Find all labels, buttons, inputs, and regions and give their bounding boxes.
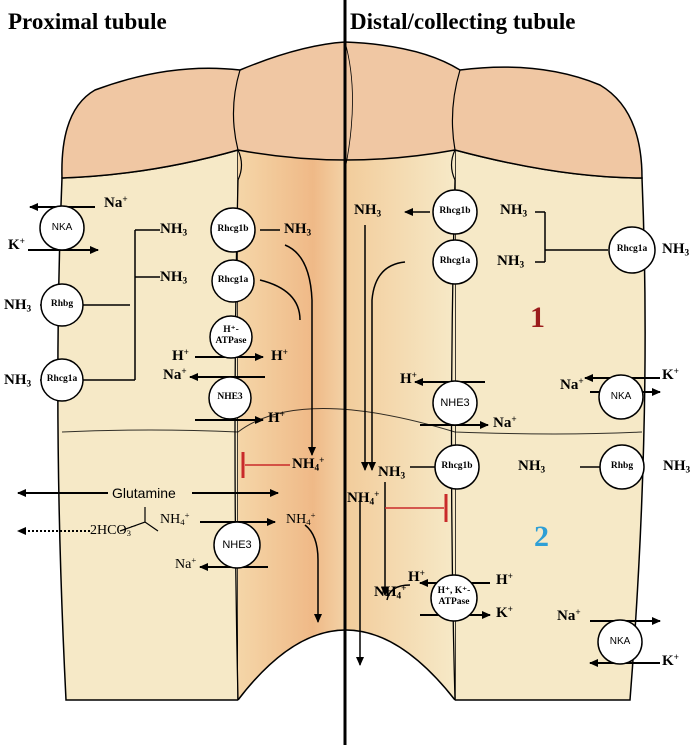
cell-junction-line bbox=[61, 408, 643, 435]
nh4-label: NH4+ bbox=[374, 583, 407, 602]
rhcg1b-label: Rhcg1b bbox=[217, 224, 249, 234]
na-label: Na+ bbox=[560, 376, 584, 393]
h-label: H+ bbox=[271, 347, 288, 364]
nka-label: NKA bbox=[51, 222, 73, 233]
nhe3-label: NHE3 bbox=[222, 539, 252, 551]
rhcg1a-distal-apical bbox=[432, 239, 478, 285]
nh3-label: NH3 bbox=[663, 458, 691, 476]
rhcg1b-distal-top bbox=[432, 189, 478, 235]
nh3-label: NH3 bbox=[500, 202, 528, 220]
region-number-1: 1 bbox=[530, 301, 545, 334]
nh4-label: NH4+ bbox=[292, 455, 325, 474]
rhcg1a-label: Rhcg1a bbox=[46, 374, 78, 384]
na-label: Na+ bbox=[493, 414, 517, 431]
rhbg-label: Rhbg bbox=[610, 461, 634, 471]
na-label: Na+ bbox=[175, 555, 197, 572]
lumen-right bbox=[345, 150, 455, 700]
nh3-label: NH3 bbox=[160, 221, 188, 239]
nh3-label: NH3 bbox=[160, 269, 188, 287]
hco3-label: 2HCO3− bbox=[90, 521, 136, 539]
nh3-label: NH3 bbox=[354, 202, 382, 220]
rhcg1a-proximal-apical bbox=[211, 259, 255, 303]
proximal-title: Proximal tubule bbox=[8, 9, 167, 34]
h-atpase-proximal bbox=[209, 315, 253, 359]
h-label: H+ bbox=[408, 568, 425, 585]
region-number-2: 2 bbox=[534, 520, 549, 553]
rhcg1a-distal-basal bbox=[608, 226, 656, 274]
hk-atpase-label-2: ATPase bbox=[438, 597, 470, 607]
nh3-label: NH3 bbox=[662, 241, 690, 259]
nh3-label: NH3 bbox=[4, 297, 32, 315]
hk-atpase-label-1: H⁺, K⁺- bbox=[437, 586, 471, 596]
rhcg1a-label: Rhcg1a bbox=[439, 256, 471, 266]
rhcg1b-distal-bottom bbox=[434, 444, 480, 490]
h-atpase-label-1: H⁺- bbox=[223, 325, 239, 335]
k-label: K+ bbox=[662, 652, 679, 669]
rhbg-label: Rhbg bbox=[50, 299, 74, 309]
nh4-label: NH4+ bbox=[347, 489, 380, 508]
nka-distal-top bbox=[598, 374, 644, 420]
distal-title: Distal/collecting tubule bbox=[350, 9, 576, 34]
h-label: H+ bbox=[172, 347, 189, 364]
rhcg1a-label: Rhcg1a bbox=[217, 275, 249, 285]
transporter-circles bbox=[39, 189, 656, 665]
nh3-label: NH3 bbox=[378, 464, 406, 482]
rhcg1b-proximal bbox=[210, 207, 256, 253]
h-atpase-label-2: ATPase bbox=[215, 336, 247, 346]
rhcg1b-label: Rhcg1b bbox=[441, 461, 473, 471]
nka-proximal bbox=[39, 205, 85, 251]
nh4-label: NH4+ bbox=[286, 510, 316, 528]
rhcg1a-proximal-basal bbox=[40, 358, 84, 402]
nhe3-label: NHE3 bbox=[440, 397, 470, 409]
h-label: H+ bbox=[496, 571, 513, 588]
nh3-label: NH3 bbox=[4, 372, 32, 390]
nka-distal-bottom bbox=[597, 619, 643, 665]
nh3-label: NH3 bbox=[284, 221, 312, 239]
k-label: K+ bbox=[662, 366, 679, 383]
nh3-label: NH3 bbox=[518, 458, 546, 476]
glutamine-label: Glutamine bbox=[112, 485, 176, 501]
h-label: H+ bbox=[268, 409, 285, 426]
nhe3-label: NHE3 bbox=[217, 392, 243, 402]
nh4-label: NH4+ bbox=[160, 510, 190, 528]
nka-label: NKA bbox=[610, 391, 632, 402]
na-label: Na+ bbox=[163, 366, 187, 383]
k-label: K+ bbox=[496, 604, 513, 621]
nhe3-proximal-top bbox=[208, 376, 252, 420]
nh3-label: NH3 bbox=[497, 253, 525, 271]
nhe3-distal bbox=[432, 380, 478, 426]
rhbg-distal bbox=[599, 444, 645, 490]
rhcg1b-label: Rhcg1b bbox=[439, 206, 471, 216]
rhcg1a-label: Rhcg1a bbox=[616, 244, 648, 254]
hk-atpase-distal bbox=[430, 574, 478, 622]
nka-label: NKA bbox=[609, 636, 631, 647]
nhe3-proximal-bottom bbox=[213, 521, 261, 569]
h-label: H+ bbox=[400, 370, 417, 387]
na-label: Na+ bbox=[104, 194, 128, 211]
rhbg-proximal bbox=[40, 283, 84, 327]
na-label: Na+ bbox=[557, 607, 581, 624]
k-label: K+ bbox=[8, 236, 25, 253]
